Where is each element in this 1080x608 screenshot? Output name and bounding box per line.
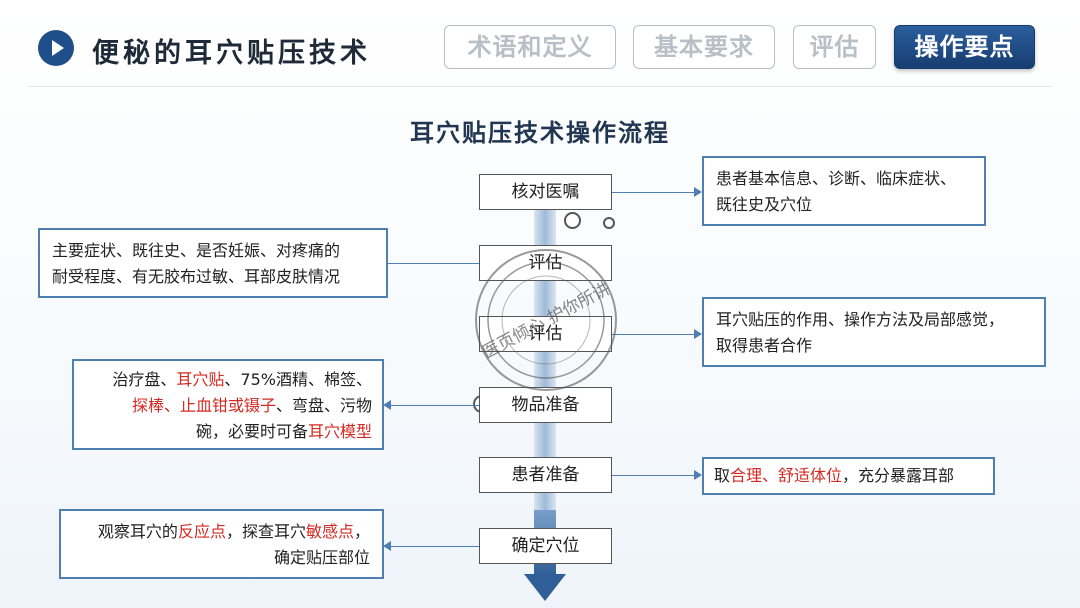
note-highlight: 探棒、止血钳或镊子 [131, 396, 276, 415]
note-text: 治疗盘、 [112, 370, 177, 389]
arrow-left-icon [383, 400, 391, 410]
note-line: 碗，必要时可备耳穴模型 [84, 419, 372, 445]
flow-title: 耳穴贴压技术操作流程 [410, 118, 670, 147]
note-text: ，探查耳穴 [225, 522, 306, 541]
note-patient-info: 患者基本信息、诊断、临床症状、 既往史及穴位 [702, 156, 986, 226]
step-verify-orders: 核对医嘱 [479, 174, 612, 210]
note-patient-position: 取合理、舒适体位，充分暴露耳部 [702, 457, 995, 495]
note-line: 治疗盘、耳穴贴、75%酒精、棉签、 [84, 367, 372, 393]
arrow-right-icon [694, 329, 702, 339]
flow-down-arrow-icon [524, 574, 566, 601]
bubble-decoration [564, 212, 581, 229]
note-text: 取 [714, 466, 731, 485]
tab-operation-points[interactable]: 操作要点 [894, 25, 1035, 69]
note-highlight: 耳穴模型 [307, 422, 372, 441]
note-line: 观察耳穴的反应点，探查耳穴敏感点， [73, 519, 370, 545]
play-icon [38, 30, 74, 66]
note-assessment-items: 主要症状、既往史、是否妊娠、对疼痛的 耐受程度、有无胶布过敏、耳部皮肤情况 [38, 228, 388, 298]
note-line: 确定贴压部位 [273, 548, 370, 567]
watermark-stamp: 医页倾心 护你所讲 [475, 249, 617, 391]
arrow-right-icon [694, 187, 702, 197]
note-line: 取得患者合作 [716, 336, 813, 355]
note-highlight: 敏感点 [305, 522, 354, 541]
note-line: 既往史及穴位 [716, 195, 813, 214]
page-title: 便秘的耳穴贴压技术 [92, 38, 371, 69]
header-divider [28, 86, 1052, 87]
note-line: 耳穴贴压的作用、操作方法及局部感觉， [716, 310, 1005, 329]
arrow-right-icon [694, 470, 702, 480]
connector [612, 334, 696, 335]
step-prepare-patient: 患者准备 [479, 457, 612, 493]
step-locate-acupoints: 确定穴位 [479, 528, 612, 564]
note-explanation: 耳穴贴压的作用、操作方法及局部感觉， 取得患者合作 [702, 297, 1046, 367]
tab-basic-requirements[interactable]: 基本要求 [633, 25, 775, 69]
note-highlight: 合理、舒适体位 [730, 466, 843, 485]
note-line: 主要症状、既往史、是否妊娠、对疼痛的 [52, 241, 341, 260]
connector [612, 475, 696, 476]
note-text: ，充分暴露耳部 [842, 466, 955, 485]
connector [366, 263, 479, 264]
note-highlight: 反应点 [177, 522, 226, 541]
step-prepare-items: 物品准备 [479, 387, 612, 423]
bubble-decoration [603, 217, 615, 229]
note-line: 耐受程度、有无胶布过敏、耳部皮肤情况 [52, 267, 341, 286]
arrow-left-icon [383, 541, 391, 551]
step-assessment: 评估 [479, 245, 612, 281]
note-highlight: 耳穴贴 [176, 370, 225, 389]
note-items-list: 治疗盘、耳穴贴、75%酒精、棉签、 探棒、止血钳或镊子、弯盘、污物 碗，必要时可… [72, 359, 384, 450]
step-explanation: 评估 [479, 316, 612, 352]
tab-assessment[interactable]: 评估 [793, 25, 876, 69]
note-line: 探棒、止血钳或镊子、弯盘、污物 [84, 393, 372, 419]
note-text: ， [353, 522, 370, 541]
note-line: 患者基本信息、诊断、临床症状、 [716, 169, 957, 188]
watermark-text: 医页倾心 护你所讲 [479, 279, 613, 363]
note-locate-points: 观察耳穴的反应点，探查耳穴敏感点， 确定贴压部位 [59, 509, 384, 579]
connector [390, 546, 479, 547]
note-text: 碗，必要时可备 [195, 422, 308, 441]
connector [612, 192, 696, 193]
tab-terms-definitions[interactable]: 术语和定义 [444, 25, 616, 69]
note-text: 观察耳穴的 [97, 522, 178, 541]
connector [390, 405, 479, 406]
note-text: 、75%酒精、棉签、 [224, 370, 372, 389]
note-text: 、弯盘、污物 [275, 396, 372, 415]
